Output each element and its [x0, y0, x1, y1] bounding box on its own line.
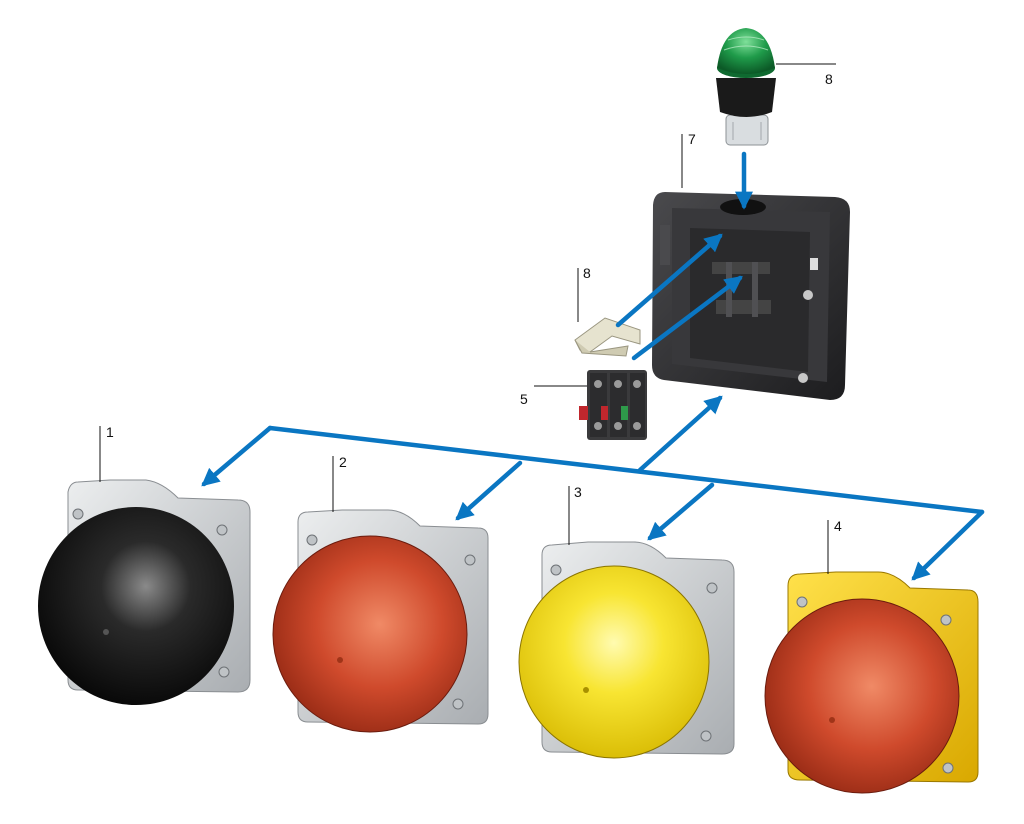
button-1: [38, 479, 251, 705]
mounting-clip: [574, 317, 641, 357]
arrow-bus-to-enclosure: [637, 395, 723, 473]
callout-7: 7: [688, 131, 696, 147]
button-3: [518, 541, 735, 759]
arrow-to-button-4: [911, 509, 985, 581]
indicator-light: [716, 28, 776, 146]
arrow-to-button-2: [455, 460, 523, 521]
button-4: [764, 571, 979, 794]
arrow-to-button-3: [647, 482, 715, 541]
enclosure: [652, 192, 850, 400]
arrow-contact-to-enclosure: [631, 275, 743, 361]
arrow-clip-to-enclosure: [615, 233, 723, 328]
contact-block: [579, 370, 647, 440]
assembly-arrows: [201, 151, 985, 581]
arrow-to-button-1: [201, 425, 273, 487]
arrow-distribution-bus: [267, 425, 985, 515]
callout-2: 2: [339, 454, 347, 470]
callout-3: 3: [574, 484, 582, 500]
callout-8-indicator: 8: [825, 71, 833, 87]
callout-4: 4: [834, 518, 842, 534]
callout-8-clip: 8: [583, 265, 591, 281]
button-2: [272, 509, 489, 733]
callout-5: 5: [520, 391, 528, 407]
leader-lines: [99, 63, 836, 574]
callout-numbers: 1 2 3 4 5 8 7 8: [106, 71, 842, 534]
callout-1: 1: [106, 424, 114, 440]
